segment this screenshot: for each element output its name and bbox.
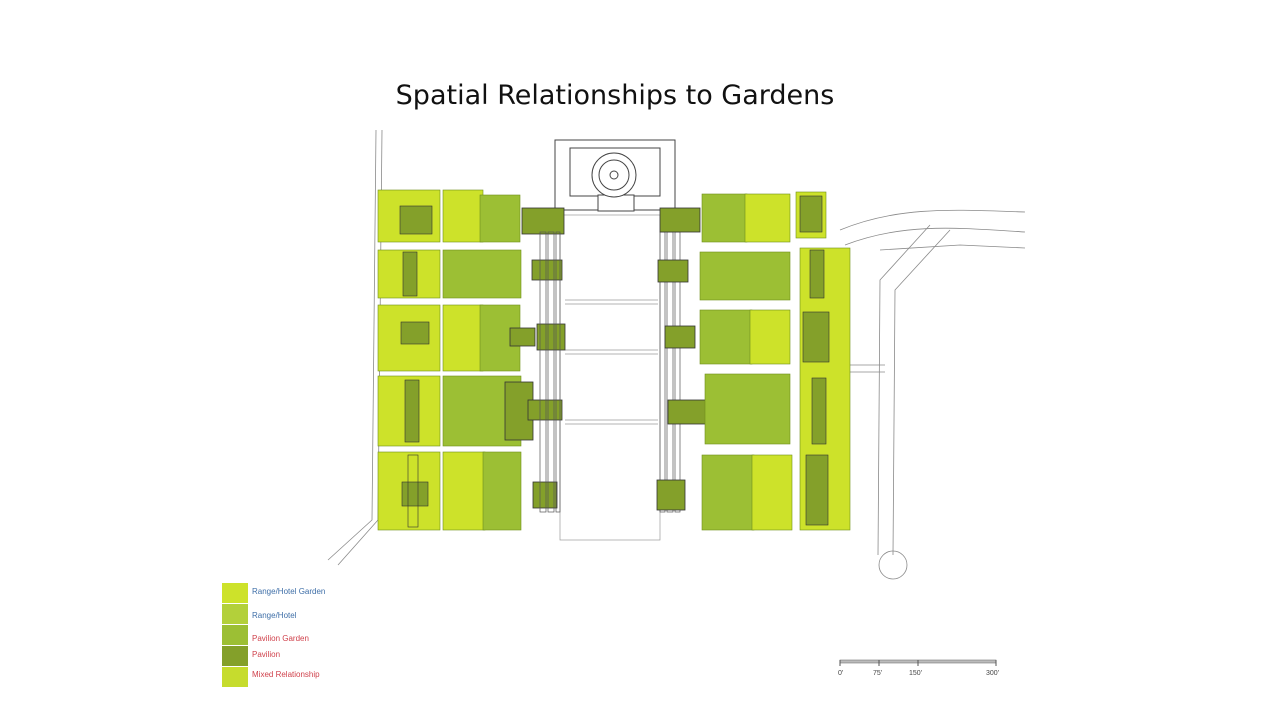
legend-label-range-hotel-garden: Range/Hotel Garden [252,587,326,596]
scale-tick-0: 0' [838,670,844,677]
legend-label-pavilion: Pavilion [252,650,281,659]
west-gardens [442,189,522,531]
west-colonnade [539,231,561,513]
legend-swatch-mixed-relationship [222,667,248,687]
legend-swatch-range-hotel [222,604,248,624]
east-pavilions [656,207,707,511]
legend-swatch-pavilion [222,646,248,666]
legend-label-mixed-relationship: Mixed Relationship [252,670,320,679]
west-ranges [377,189,441,531]
east-ranges [795,191,851,531]
rotunda [554,139,676,212]
legend-label-pavilion-garden: Pavilion Garden [252,634,309,643]
scale-tick-300: 300' [986,670,1000,677]
west-pavilions [504,207,566,509]
legend-swatch-range-hotel-garden [222,583,248,603]
east-gardens [699,193,793,531]
legend-swatch-pavilion-garden [222,625,248,645]
scale-tick-75: 75' [873,670,883,677]
page-title: Spatial Relationships to Gardens [395,80,835,111]
legend-label-range-hotel: Range/Hotel [252,611,297,620]
scale-tick-150: 150' [909,670,923,677]
